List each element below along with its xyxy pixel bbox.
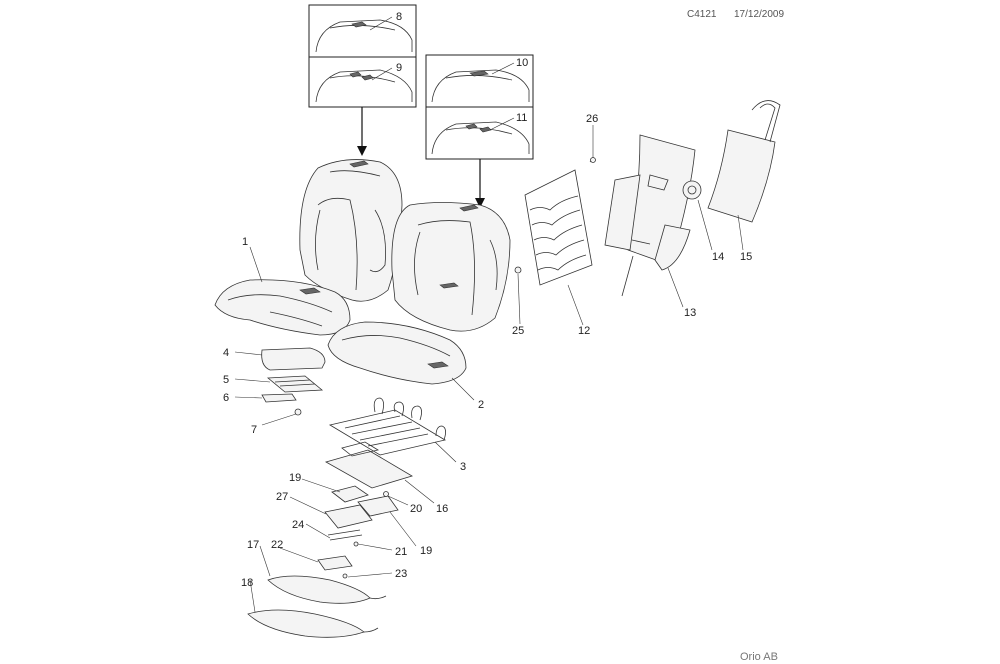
clip-7 bbox=[294, 408, 302, 416]
seat-cushion-cover-left bbox=[214, 279, 351, 336]
drawing-date: 17/12/2009 bbox=[734, 9, 784, 20]
callout-26: 26 bbox=[586, 113, 598, 125]
drawing-id: C4121 bbox=[687, 9, 717, 20]
callout-15: 15 bbox=[740, 251, 752, 263]
control-module-22 bbox=[317, 555, 353, 571]
callout-22: 22 bbox=[271, 539, 283, 551]
plate-16 bbox=[324, 441, 413, 489]
connector-24 bbox=[327, 529, 363, 541]
housing-27 bbox=[324, 504, 373, 529]
inset-box-10 bbox=[425, 54, 534, 108]
clip-26 bbox=[590, 157, 596, 163]
brand-footer: Orio AB bbox=[740, 651, 778, 663]
callout-16: 16 bbox=[436, 503, 448, 515]
inset-box-8 bbox=[308, 4, 417, 58]
callout-12: 12 bbox=[578, 325, 590, 337]
callout-25: 25 bbox=[512, 325, 524, 337]
heating-mat-3 bbox=[328, 397, 447, 456]
block-6 bbox=[261, 393, 297, 403]
fan-unit-19b bbox=[357, 495, 399, 517]
leader-lines bbox=[234, 16, 744, 613]
backrest-spring-frame-12 bbox=[524, 159, 593, 286]
callout-13: 13 bbox=[684, 307, 696, 319]
callout-18: 18 bbox=[241, 577, 253, 589]
callout-21: 21 bbox=[395, 546, 407, 558]
screw-23 bbox=[342, 573, 348, 579]
callout-19-lower: 19 bbox=[420, 545, 432, 557]
callout-labels: 1 2 3 4 5 6 7 8 9 10 11 12 13 14 15 16 1… bbox=[223, 11, 752, 589]
callout-1: 1 bbox=[242, 236, 248, 248]
lumbar-adjuster-14 bbox=[682, 180, 702, 200]
callout-17: 17 bbox=[247, 539, 259, 551]
callout-5: 5 bbox=[223, 374, 229, 386]
screw-20 bbox=[383, 491, 389, 497]
callout-14: 14 bbox=[712, 251, 724, 263]
callout-24: 24 bbox=[292, 519, 304, 531]
back-panel-15 bbox=[707, 100, 781, 223]
callout-20: 20 bbox=[410, 503, 422, 515]
callout-27: 27 bbox=[276, 491, 288, 503]
callout-19-upper: 19 bbox=[289, 472, 301, 484]
seat-back-right bbox=[391, 202, 511, 332]
seat-cushion-right bbox=[327, 321, 467, 385]
sensor-mat-18 bbox=[247, 609, 365, 638]
callout-9: 9 bbox=[396, 62, 402, 74]
callout-8: 8 bbox=[396, 11, 402, 23]
callout-10: 10 bbox=[516, 57, 528, 69]
callout-4: 4 bbox=[223, 347, 229, 359]
callout-6: 6 bbox=[223, 392, 229, 404]
clip-25 bbox=[514, 266, 522, 274]
back-pad-13 bbox=[604, 134, 696, 297]
callout-2: 2 bbox=[478, 399, 484, 411]
cushion-pad-4 bbox=[261, 347, 326, 371]
callout-11: 11 bbox=[516, 112, 527, 124]
callout-23: 23 bbox=[395, 568, 407, 580]
inset-box-11 bbox=[425, 106, 534, 160]
seat-back-left bbox=[299, 159, 403, 302]
screw-21 bbox=[353, 541, 359, 547]
callout-7: 7 bbox=[251, 424, 257, 436]
callout-3: 3 bbox=[460, 461, 466, 473]
fan-unit-19a bbox=[331, 485, 369, 503]
sensor-mat-17 bbox=[267, 575, 371, 604]
